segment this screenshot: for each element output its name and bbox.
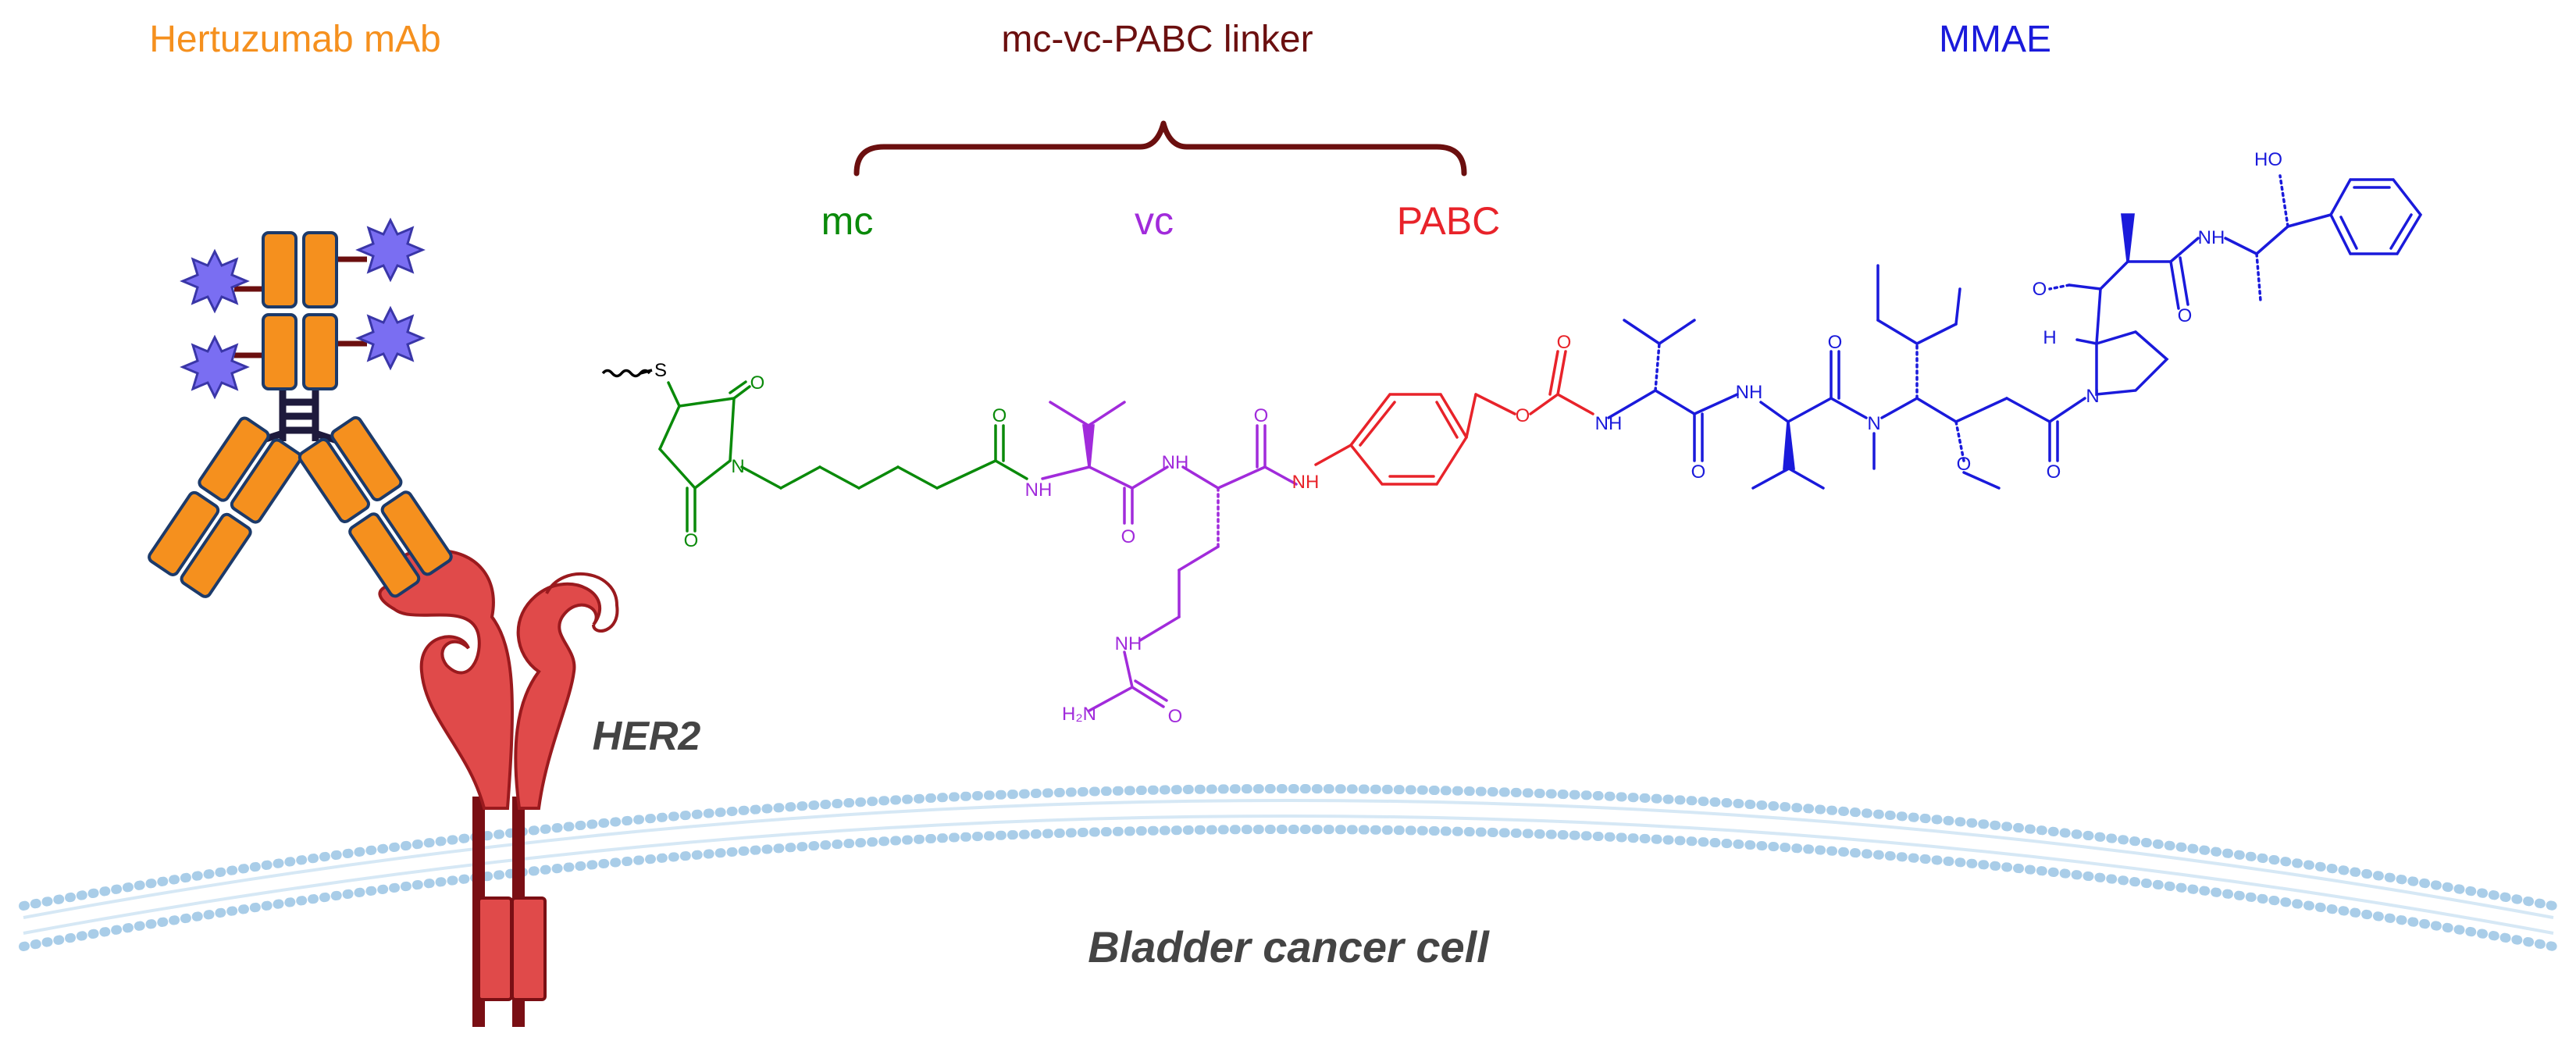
atom-h2n: H₂N	[1062, 704, 1096, 725]
pabc-label: PABC	[1397, 199, 1500, 243]
atom-o: O	[1516, 405, 1530, 426]
atom-o: O	[1691, 462, 1706, 483]
atom-o: O	[2033, 279, 2047, 300]
her2-receptor	[378, 548, 619, 1027]
atom-nh: NH	[2198, 227, 2225, 248]
atom-ho: HO	[2254, 149, 2282, 170]
atom-nh: NH	[1162, 452, 1189, 473]
mc-segment	[658, 380, 1028, 533]
atom-nh: NH	[1595, 413, 1623, 434]
atom-n: N	[731, 456, 744, 477]
mc-label: mc	[821, 199, 874, 243]
atom-o: O	[1957, 454, 1972, 475]
payload-star-icon	[355, 217, 426, 283]
payload-star-icon	[180, 248, 250, 314]
attachment-point: S	[601, 360, 667, 381]
atom-n: N	[2086, 386, 2099, 407]
payload-stars	[180, 217, 426, 400]
atom-o: O	[1828, 332, 1843, 353]
vc-segment	[1041, 401, 1298, 712]
atom-o: O	[684, 530, 699, 551]
payload-star-icon	[355, 305, 426, 371]
atom-o: O	[750, 373, 765, 394]
atom-nh: NH	[1292, 472, 1320, 493]
antibody-label: Hertuzumab mAb	[149, 19, 440, 60]
atom-o: O	[992, 405, 1007, 426]
linker-brace	[853, 120, 1467, 176]
atom-nh: NH	[1115, 633, 1142, 654]
atom-o: O	[1121, 526, 1136, 547]
atom-o: O	[1557, 332, 1572, 353]
atom-h: H	[2043, 327, 2056, 348]
atom-nh: NH	[1025, 479, 1053, 501]
cell-label: Bladder cancer cell	[1088, 922, 1490, 971]
cell-membrane	[19, 784, 2558, 951]
atom-o: O	[2178, 305, 2193, 326]
mmae-segment	[1607, 174, 2423, 490]
payload-label: MMAE	[1939, 19, 2051, 60]
atom-o: O	[2047, 462, 2061, 483]
vc-label: vc	[1135, 199, 1174, 243]
atom-nh: NH	[1736, 382, 1763, 403]
atom-o: O	[1168, 706, 1183, 727]
linker-label: mc-vc-PABC linker	[1001, 19, 1313, 60]
atom-s: S	[654, 360, 667, 381]
pabc-segment	[1314, 393, 1516, 486]
hertuzumab-antibody	[148, 231, 453, 598]
payload-star-icon	[180, 334, 250, 400]
her2-label: HER2	[593, 714, 701, 759]
atom-n: N	[1867, 413, 1880, 434]
atom-o: O	[1254, 405, 1269, 426]
